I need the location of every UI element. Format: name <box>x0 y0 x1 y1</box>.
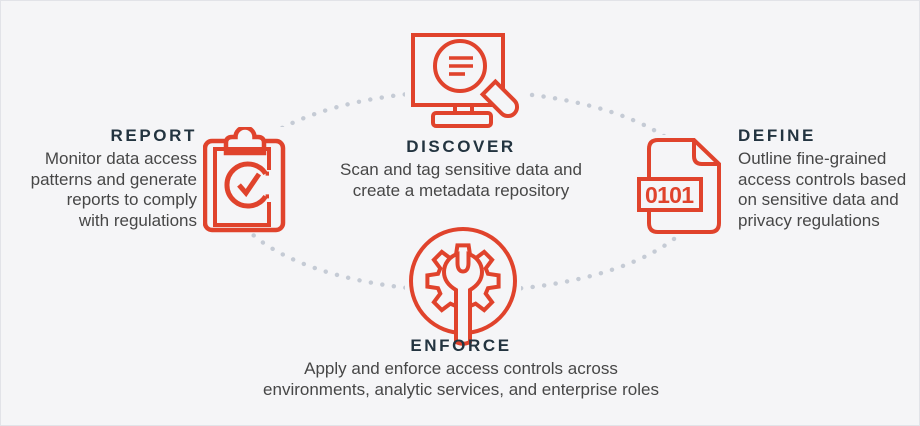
gear-wrench-icon <box>405 227 521 346</box>
report-line: patterns and generate <box>30 169 197 189</box>
report-title: REPORT <box>110 126 197 145</box>
stage-discover: DISCOVER Scan and tag sensitive data and… <box>299 136 623 201</box>
report-line: reports to comply <box>66 190 197 209</box>
define-line: access controls based <box>738 169 907 189</box>
enforce-line: Apply and enforce access controls across <box>304 359 618 378</box>
define-line: on sensitive data and <box>738 190 899 209</box>
clipboard-check-icon <box>203 127 287 233</box>
discover-line: create a metadata repository <box>352 180 570 200</box>
binary-file-icon: 0101 <box>637 135 729 235</box>
stage-define: DEFINE Outline fine-grained access contr… <box>738 125 913 231</box>
report-line: Monitor data access <box>44 149 197 168</box>
enforce-title: ENFORCE <box>410 336 512 355</box>
define-title: DEFINE <box>738 126 816 145</box>
enforce-line: environments, analytic services, and ent… <box>263 379 659 399</box>
stage-report: REPORT Monitor data access patterns and … <box>21 125 197 231</box>
stage-enforce: ENFORCE Apply and enforce access control… <box>231 335 691 400</box>
report-line: with regulations <box>78 210 197 230</box>
magnifier-document-icon <box>405 27 523 131</box>
discover-title: DISCOVER <box>406 137 516 156</box>
define-line: Outline fine-grained <box>738 149 887 168</box>
discover-line: Scan and tag sensitive data and <box>340 160 582 179</box>
binary-label: 0101 <box>645 182 695 208</box>
define-line: privacy regulations <box>738 210 880 230</box>
